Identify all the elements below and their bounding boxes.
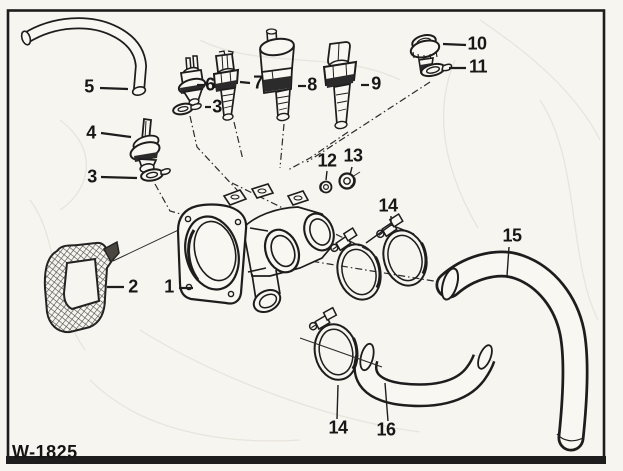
part-label-14-lower: 14 — [328, 417, 348, 438]
part-label-2: 2 — [128, 276, 138, 297]
part-label-9: 9 — [371, 73, 381, 94]
part-label-10: 10 — [467, 33, 487, 54]
part-label-4: 4 — [86, 122, 96, 143]
part-5-vent-hose — [20, 17, 148, 96]
diagram-frame — [6, 9, 606, 464]
part-label-3-lower: 3 — [87, 166, 97, 187]
part-8-sender-unit — [259, 28, 295, 122]
part-label-1: 1 — [164, 276, 174, 297]
part-3-washer-upper — [172, 102, 202, 116]
part-label-7: 7 — [253, 72, 263, 93]
part-2-gasket — [43, 240, 120, 334]
part-13-nut — [338, 172, 356, 190]
part-7-temperature-sensor — [212, 50, 240, 121]
part-1-thermostat-housing — [176, 183, 335, 314]
part-label-6: 6 — [205, 74, 215, 95]
paper-texture — [29, 19, 601, 442]
part-11-washer — [420, 62, 453, 78]
label-leader-thin-lines — [325, 166, 510, 422]
part-label-15: 15 — [502, 225, 522, 246]
part-16-lower-hose — [353, 342, 496, 408]
part-14-clamp-c — [299, 303, 383, 386]
label-leader-lines — [99, 42, 467, 290]
part-label-8: 8 — [307, 74, 317, 95]
part-6-thermo-switch — [177, 55, 207, 106]
part-15-radiator-hose — [435, 250, 589, 452]
part-3-washer-lower — [140, 168, 171, 182]
part-4-temperature-sender — [129, 117, 161, 173]
part-label-16: 16 — [376, 419, 396, 440]
part-label-13: 13 — [343, 145, 363, 166]
part-label-14-upper: 14 — [378, 195, 398, 216]
part-label-5: 5 — [84, 76, 94, 97]
part-14-clamp-b — [371, 208, 435, 293]
part-label-12: 12 — [317, 150, 337, 171]
part-10-cap-plug — [409, 34, 441, 74]
part-label-11: 11 — [468, 56, 488, 77]
part-9-temperature-sender-long — [322, 41, 358, 130]
part-label-3-upper: 3 — [212, 96, 222, 117]
part-12-washer-small — [319, 180, 333, 194]
figure-code: W-1825 — [12, 442, 78, 462]
